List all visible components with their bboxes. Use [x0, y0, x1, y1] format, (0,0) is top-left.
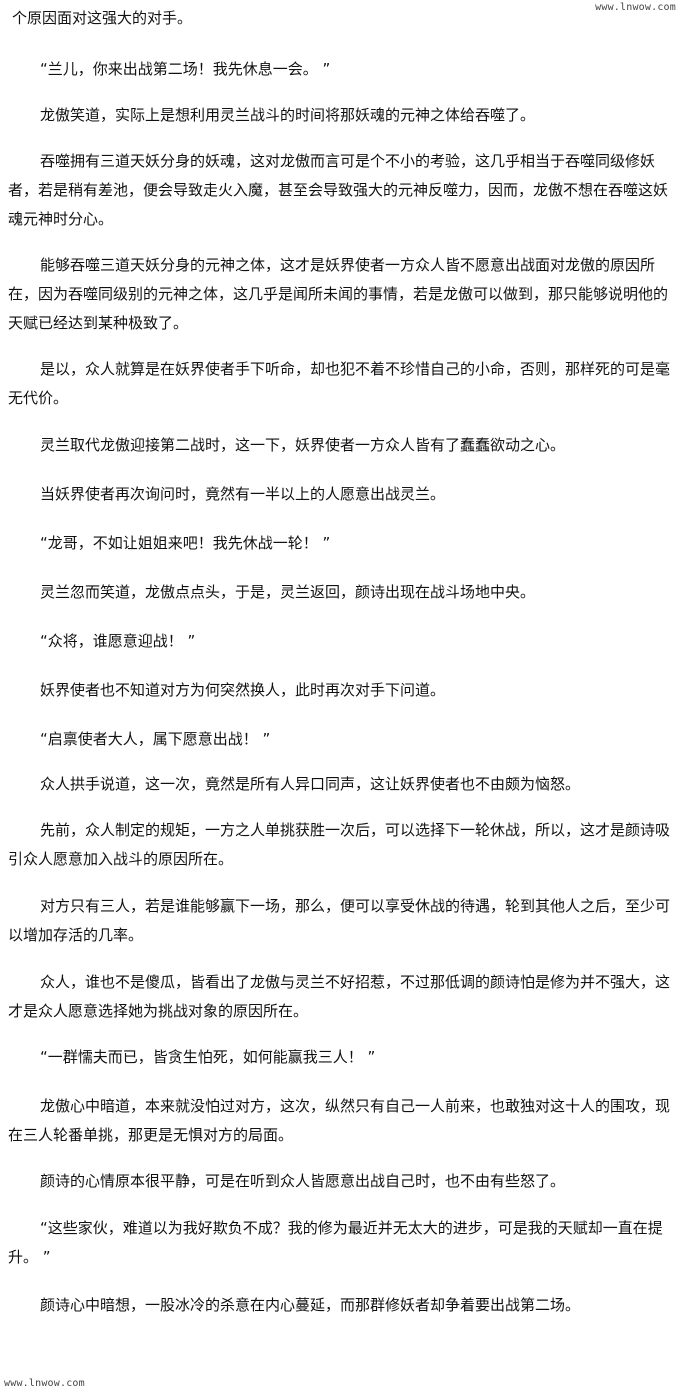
paragraph: “一群懦夫而已，皆贪生怕死，如何能赢我三人！ ” — [40, 1048, 376, 1066]
paragraph: 对方只有三人，若是谁能够赢下一场，那么，便可以享受休战的待遇，轮到其他人之后，至… — [8, 897, 671, 944]
paragraph: 众人拱手说道，这一次，竟然是所有人异口同声，这让妖界使者也不由颇为恼怒。 — [40, 775, 581, 793]
paragraph: “这些家伙，难道以为我好欺负不成？我的修为最近并无太大的进步，可是我的天赋却一直… — [8, 1219, 663, 1266]
paragraph: 妖界使者也不知道对方为何突然换人，此时再次对手下问道。 — [40, 681, 446, 699]
paragraph: “龙哥，不如让姐姐来吧！我先休战一轮！ ” — [40, 534, 331, 552]
paragraph: “众将，谁愿意迎战！ ” — [40, 632, 196, 650]
paragraph: 龙傲笑道，实际上是想利用灵兰战斗的时间将那妖魂的元神之体给吞噬了。 — [40, 106, 536, 124]
paragraph: “启禀使者大人，属下愿意出战！ ” — [40, 730, 271, 748]
paragraph: 灵兰忽而笑道，龙傲点点头，于是，灵兰返回，颜诗出现在战斗场地中央。 — [40, 583, 536, 601]
watermark-bottom: www.lnwow.com — [4, 1378, 85, 1389]
paragraph: 颜诗心中暗想，一股冰冷的杀意在内心蔓延，而那群修妖者却争着要出战第二场。 — [40, 1296, 581, 1314]
paragraph: 吞噬拥有三道天妖分身的妖魂，这对龙傲而言可是个不小的考验，这几乎相当于吞噬同级修… — [8, 152, 669, 228]
paragraph: 众人，谁也不是傻瓜，皆看出了龙傲与灵兰不好招惹，不过那低调的颜诗怕是修为并不强大… — [8, 973, 671, 1020]
paragraph: 能够吞噬三道天妖分身的元神之体，这才是妖界使者一方众人皆不愿意出战面对龙傲的原因… — [8, 256, 669, 332]
paragraph: 灵兰取代龙傲迎接第二战时，这一下，妖界使者一方众人皆有了蠢蠢欲动之心。 — [40, 436, 566, 454]
paragraph: 是以，众人就算是在妖界使者手下听命，却也犯不着不珍惜自己的小命，否则，那样死的可… — [8, 360, 671, 407]
paragraph: 当妖界使者再次询问时，竟然有一半以上的人愿意出战灵兰。 — [40, 485, 446, 503]
paragraph: “兰儿，你来出战第二场！我先休息一会。 ” — [40, 60, 331, 78]
paragraph: 先前，众人制定的规矩，一方之人单挑获胜一次后，可以选择下一轮休战，所以，这才是颜… — [8, 821, 671, 868]
watermark-top: www.lnwow.com — [595, 2, 676, 13]
paragraph: 个原因面对这强大的对手。 — [12, 9, 193, 27]
paragraph: 龙傲心中暗道，本来就没怕过对方，这次，纵然只有自己一人前来，也敢独对这十人的围攻… — [8, 1097, 671, 1144]
paragraph: 颜诗的心情原本很平静，可是在听到众人皆愿意出战自己时，也不由有些怒了。 — [40, 1172, 566, 1190]
